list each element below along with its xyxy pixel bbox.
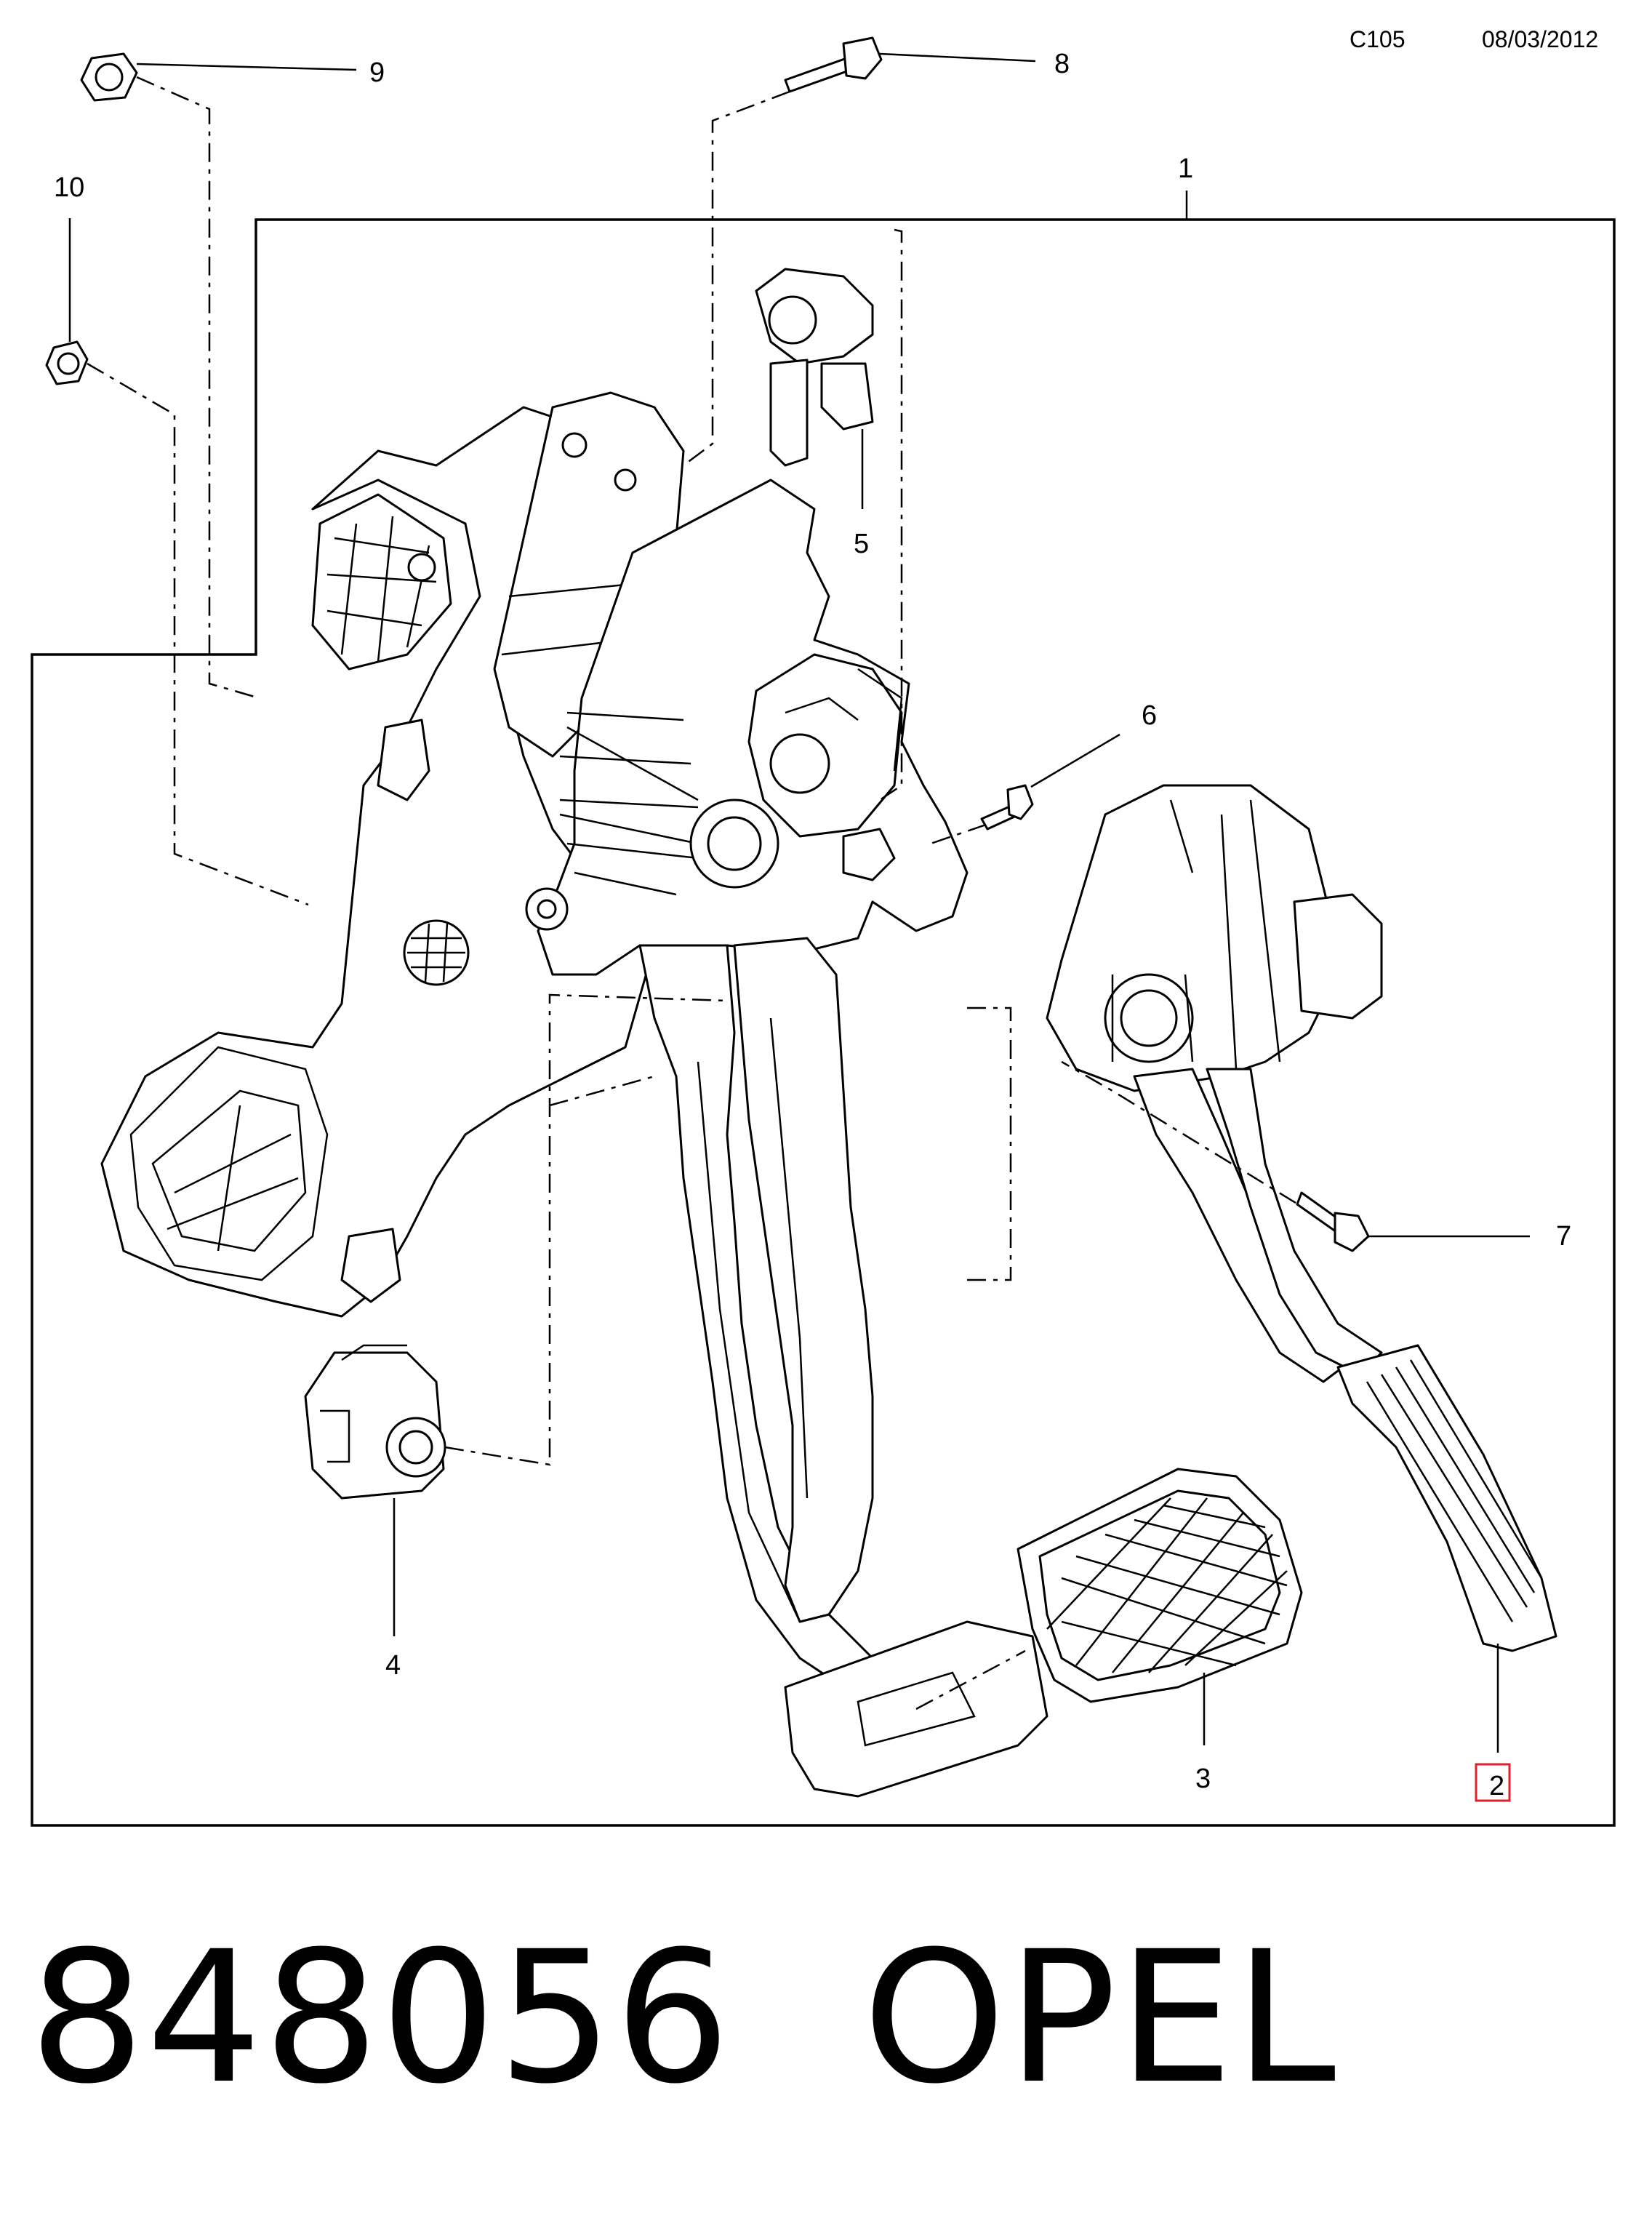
callout-8: 8 xyxy=(1054,49,1070,79)
pedal-position-sensor xyxy=(755,268,874,467)
screw-item-6 xyxy=(980,784,1034,831)
hinge-bracket xyxy=(493,391,685,758)
bolt-item-8 xyxy=(784,36,883,93)
callout-10: 10 xyxy=(54,172,84,203)
pedal-housing xyxy=(525,479,969,976)
callout-4: 4 xyxy=(385,1650,401,1681)
callout-9: 9 xyxy=(369,57,385,88)
callout-2-highlight xyxy=(1475,1763,1511,1802)
brake-pedal-pad xyxy=(1017,1468,1303,1703)
diagram-code: C105 xyxy=(1350,26,1406,52)
pedal-clip xyxy=(304,1344,446,1500)
callout-1: 1 xyxy=(1178,153,1193,184)
brake-pedal-arm xyxy=(733,937,874,1623)
accelerator-pedal-module xyxy=(1046,784,1557,1652)
callout-5: 5 xyxy=(854,529,869,559)
brand-name: OPEL xyxy=(862,1912,1338,2124)
part-number: 848056 xyxy=(29,1912,732,2124)
callout-2: 2 xyxy=(1489,1771,1504,1801)
nut-item-9 xyxy=(80,52,138,102)
assembly-frame xyxy=(31,218,1616,1827)
callout-3: 3 xyxy=(1195,1764,1211,1794)
diagram-date: 08/03/2012 xyxy=(1482,26,1599,52)
callout-7: 7 xyxy=(1556,1221,1571,1252)
nut-item-10 xyxy=(45,340,89,385)
callout-6: 6 xyxy=(1142,700,1157,731)
bolt-item-7 xyxy=(1296,1191,1370,1252)
pedal-bracket xyxy=(100,406,656,1318)
